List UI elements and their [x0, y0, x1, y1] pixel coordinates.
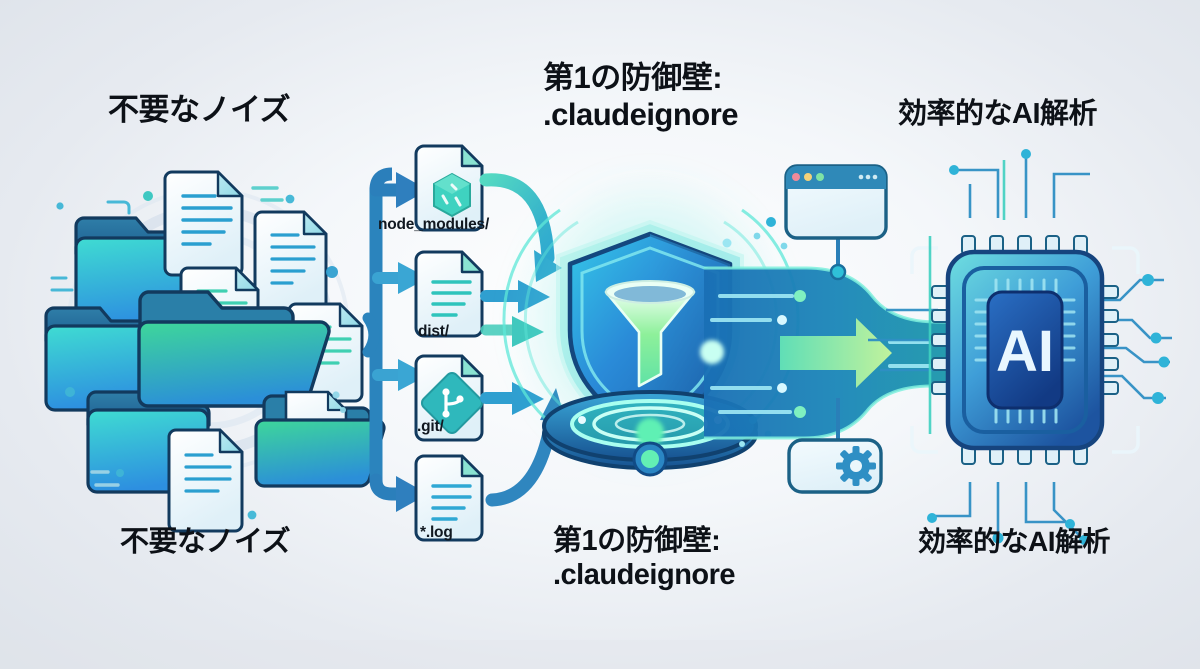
code-window-card — [784, 164, 888, 281]
funnel-icon — [604, 280, 696, 388]
branch-arrows — [350, 167, 428, 512]
data-pipeline — [700, 266, 973, 440]
heading-right-bottom: 効率的なAI解析 — [918, 526, 1111, 557]
gear-icon — [836, 446, 876, 486]
node-package-icon — [433, 172, 471, 218]
file-label-log: *.log — [420, 524, 453, 541]
heading-left-bottom: 不要なノイズ — [120, 526, 291, 558]
ignored-file-icon-node-modules — [414, 144, 484, 232]
heading-right-top: 効率的なAI解析 — [898, 98, 1098, 130]
ignored-file-icon-git — [414, 354, 484, 442]
document-lines-icon — [431, 280, 472, 317]
ai-processor-graphic: AI — [868, 149, 1172, 545]
file-clutter-cluster — [44, 170, 386, 533]
file-label-node-modules: node_modules/ — [378, 216, 490, 233]
settings-card — [787, 398, 883, 494]
file-label-dist: dist/ — [418, 323, 449, 340]
document-icon — [253, 210, 328, 311]
git-branch-icon — [420, 371, 484, 435]
chip-label: AI — [996, 319, 1054, 384]
document-lines-icon — [431, 484, 472, 521]
heading-left-top: 不要なノイズ — [108, 92, 291, 127]
document-icon — [163, 170, 244, 277]
heading-center-top: 第1の防御壁: .claudeignore — [543, 60, 739, 132]
folder-icon — [254, 390, 386, 488]
file-label-git: .git/ — [417, 418, 444, 435]
decor-dots — [50, 186, 346, 520]
ignored-file-icon-dist — [414, 250, 484, 338]
document-icon — [167, 428, 244, 533]
heading-center-bottom: 第1の防御壁: .claudeignore — [553, 525, 736, 592]
ignored-file-icon-log — [414, 454, 484, 542]
